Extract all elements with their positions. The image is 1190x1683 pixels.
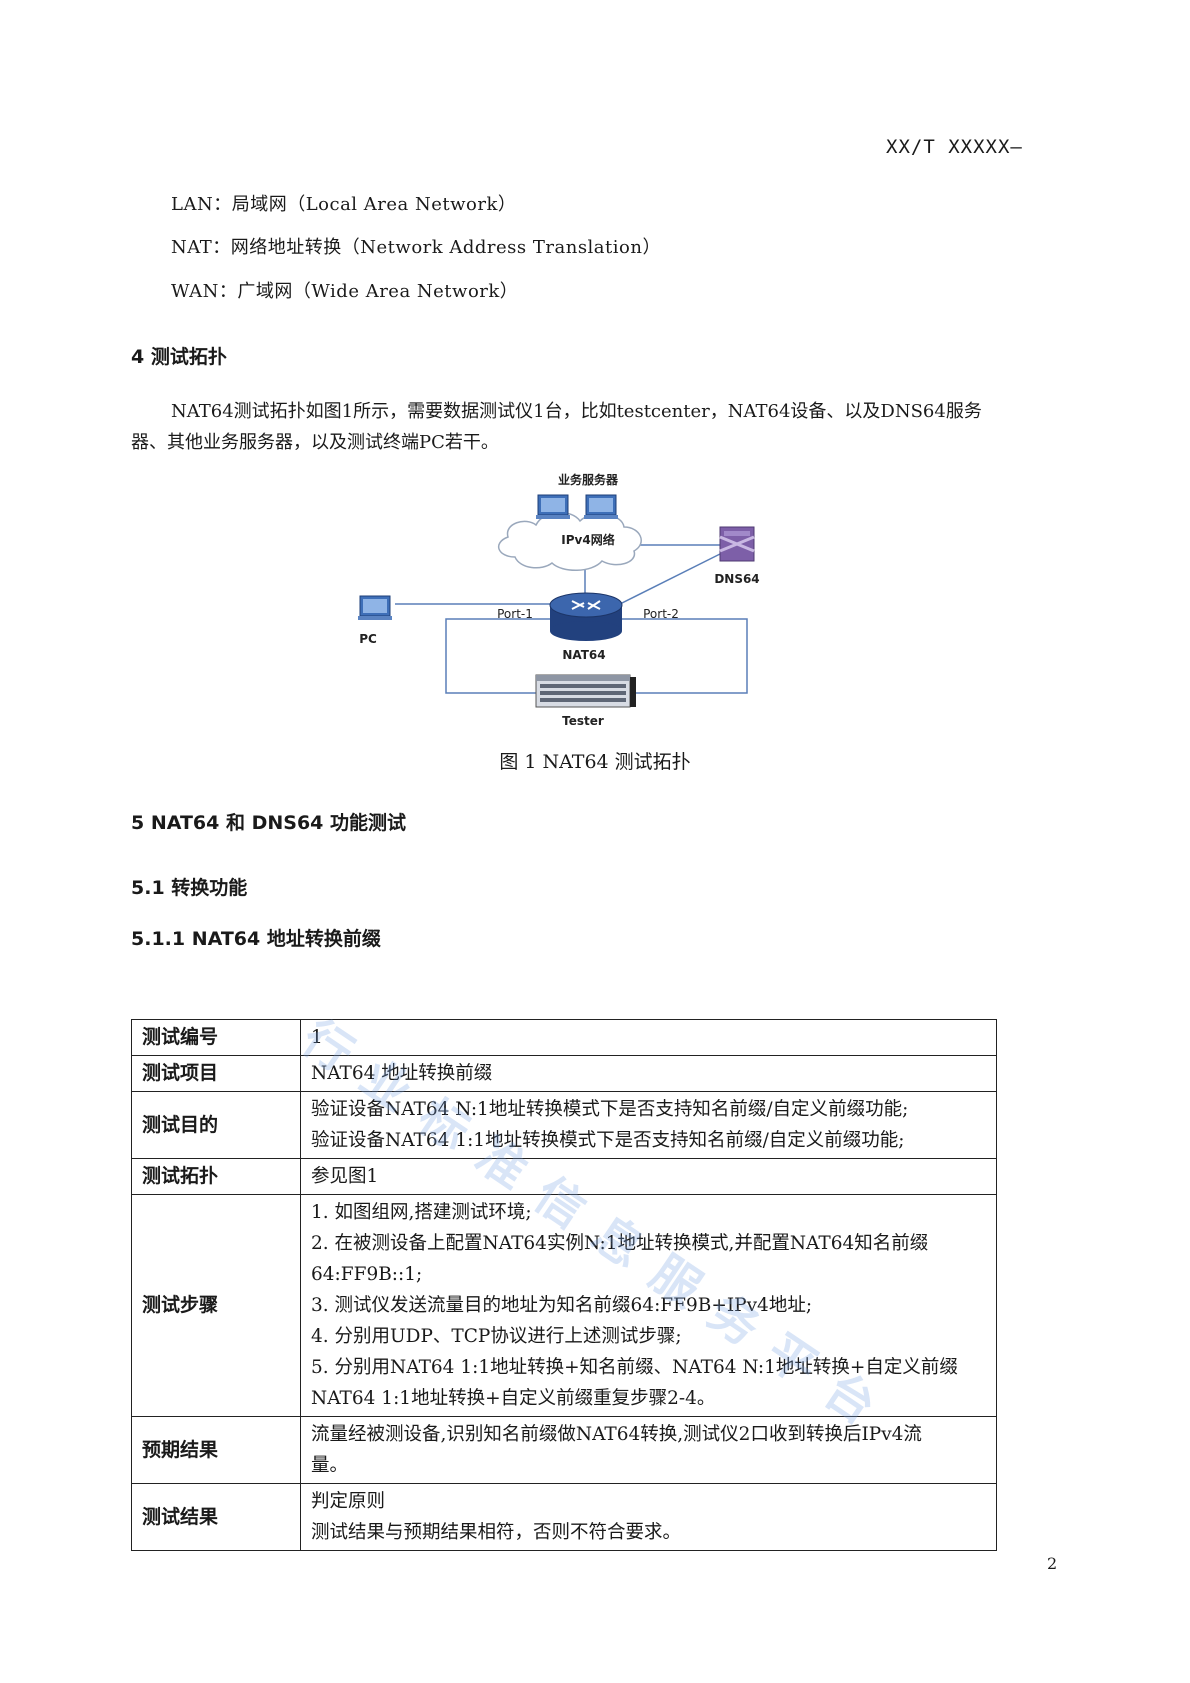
row-line: 1. 如图组网,搭建测试环境; <box>311 1202 532 1223</box>
dns64-server-icon <box>719 526 755 562</box>
row-value: 1 <box>300 1019 997 1056</box>
row-key: 测试编号 <box>131 1019 301 1056</box>
port2-tester-link <box>622 618 748 694</box>
abbreviation-nat: NAT：网络地址转换（Network Address Translation） <box>171 237 661 258</box>
port1-tester-link <box>445 618 550 694</box>
nat64-router-icon <box>549 592 623 641</box>
abbreviation-wan: WAN：广域网（Wide Area Network） <box>171 281 519 302</box>
row-value: 验证设备NAT64 N:1地址转换模式下是否支持知名前缀/自定义前缀功能; 验证… <box>300 1091 997 1159</box>
section-5-1-heading: 5.1 转换功能 <box>131 877 248 899</box>
section-5-1-1-heading: 5.1.1 NAT64 地址转换前缀 <box>131 928 381 950</box>
table-row: 测试结果 判定原则 测试结果与预期结果相符，否则不符合要求。 <box>131 1483 997 1551</box>
row-value: NAT64 地址转换前缀 <box>300 1055 997 1092</box>
row-line: 判定原则 <box>311 1491 386 1512</box>
pc-label: PC <box>359 632 377 646</box>
figure-caption: 图 1 NAT64 测试拓扑 <box>499 751 691 773</box>
tester-label: Tester <box>562 714 604 728</box>
table-row: 测试项目 NAT64 地址转换前缀 <box>131 1055 997 1092</box>
row-line: 测试结果与预期结果相符，否则不符合要求。 <box>311 1522 682 1543</box>
table-row: 测试拓扑 参见图1 <box>131 1158 997 1195</box>
row-key: 测试拓扑 <box>131 1158 301 1195</box>
pc-icon <box>358 595 392 620</box>
abbreviation-lan: LAN：局域网（Local Area Network） <box>171 194 517 215</box>
row-line: 1 <box>311 1027 323 1048</box>
row-line: 验证设备NAT64 1:1地址转换模式下是否支持知名前缀/自定义前缀功能; <box>311 1130 905 1151</box>
row-key: 测试目的 <box>131 1091 301 1159</box>
row-value: 1. 如图组网,搭建测试环境; 2. 在被测设备上配置NAT64实例N:1地址转… <box>300 1194 997 1417</box>
nat64-dns64-link <box>617 552 723 606</box>
row-key: 测试项目 <box>131 1055 301 1092</box>
row-line: 量。 <box>311 1455 349 1476</box>
row-line: 64:FF9B::1; <box>311 1264 423 1285</box>
test-case-table: 测试编号 1 测试项目 NAT64 地址转换前缀 测试目的 验证设备NAT64 … <box>131 1019 997 1551</box>
page-number: 2 <box>1047 1554 1058 1573</box>
ipv4-network-cloud <box>497 511 642 571</box>
row-key: 测试结果 <box>131 1483 301 1551</box>
row-line: 2. 在被测设备上配置NAT64实例N:1地址转换模式,并配置NAT64知名前缀 <box>311 1233 929 1254</box>
section-4-paragraph: NAT64测试拓扑如图1所示，需要数据测试仪1台，比如testcenter，NA… <box>131 401 982 453</box>
row-key: 测试步骤 <box>131 1194 301 1417</box>
row-key: 预期结果 <box>131 1416 301 1484</box>
business-servers-label: 业务服务器 <box>558 472 619 487</box>
row-line: 流量经被测设备,识别知名前缀做NAT64转换,测试仪2口收到转换后IPv4流 <box>311 1424 922 1445</box>
row-line: 4. 分别用UDP、TCP协议进行上述测试步骤; <box>311 1326 682 1347</box>
row-line: NAT64 地址转换前缀 <box>311 1063 493 1084</box>
row-line: 验证设备NAT64 N:1地址转换模式下是否支持知名前缀/自定义前缀功能; <box>311 1099 909 1120</box>
tester-chassis-icon <box>535 674 636 708</box>
row-line: 5. 分别用NAT64 1:1地址转换+知名前缀、NAT64 N:1地址转换+自… <box>311 1357 958 1378</box>
row-line: 3. 测试仪发送流量目的地址为知名前缀64:FF9B+IPv4地址; <box>311 1295 813 1316</box>
row-line: 参见图1 <box>311 1166 379 1187</box>
ipv4-network-label: IPv4网络 <box>561 532 614 547</box>
document-code: XX/T XXXXX— <box>886 136 1023 158</box>
section-4-heading: 4 测试拓扑 <box>131 346 227 368</box>
port-2-label: Port-2 <box>643 607 679 621</box>
section-5-heading: 5 NAT64 和 DNS64 功能测试 <box>131 812 407 834</box>
nat64-label: NAT64 <box>562 648 605 662</box>
table-row: 测试目的 验证设备NAT64 N:1地址转换模式下是否支持知名前缀/自定义前缀功… <box>131 1091 997 1159</box>
nat64-topology-figure: IPv4网络 业务服务器 DNS64 PC Port-1 Port-2 NAT6… <box>358 472 760 728</box>
table-row: 测试步骤 1. 如图组网,搭建测试环境; 2. 在被测设备上配置NAT64实例N… <box>131 1194 997 1417</box>
row-value: 流量经被测设备,识别知名前缀做NAT64转换,测试仪2口收到转换后IPv4流 量… <box>300 1416 997 1484</box>
row-value: 判定原则 测试结果与预期结果相符，否则不符合要求。 <box>300 1483 997 1551</box>
server-monitor-icon <box>536 494 570 519</box>
server-monitor-icon <box>584 494 618 519</box>
row-line: NAT64 1:1地址转换+自定义前缀重复步骤2-4。 <box>311 1388 716 1409</box>
table-row: 测试编号 1 <box>131 1019 997 1056</box>
table-row: 预期结果 流量经被测设备,识别知名前缀做NAT64转换,测试仪2口收到转换后IP… <box>131 1416 997 1484</box>
dns64-label: DNS64 <box>714 572 759 586</box>
row-value: 参见图1 <box>300 1158 997 1195</box>
port-1-label: Port-1 <box>497 607 533 621</box>
